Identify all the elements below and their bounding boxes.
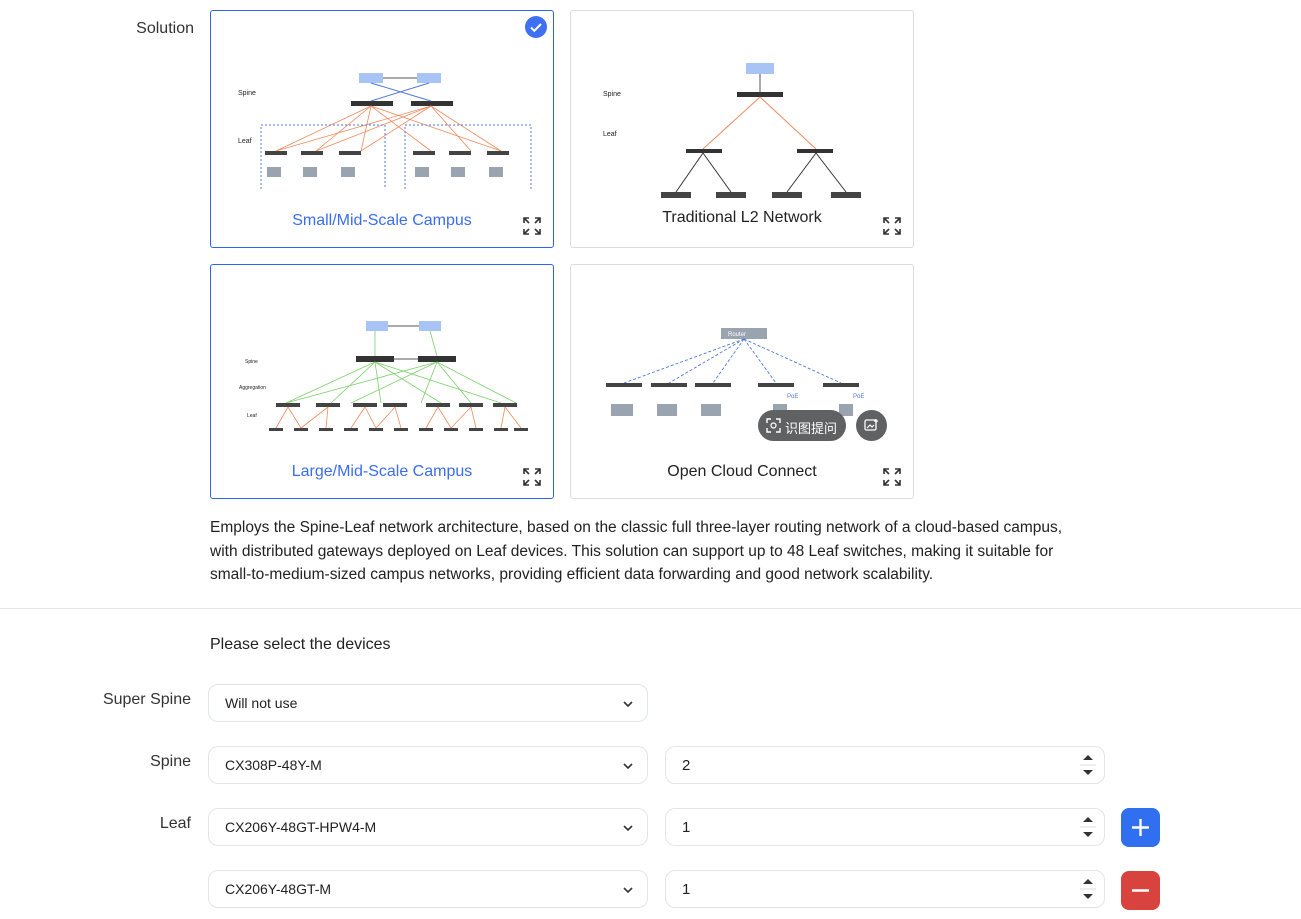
spine-model-value: CX308P-48Y-M [225,757,322,773]
leaf-label: Leaf [159,815,191,832]
diagram-label-poe: PoE [787,394,798,400]
super-spine-select[interactable]: Will not use [208,684,648,722]
expand-icon[interactable] [883,468,901,486]
expand-icon[interactable] [883,217,901,235]
solution-card-traditional-l2[interactable]: Spine Leaf Traditional L2 Network [570,10,914,248]
stepper-icon[interactable] [1080,874,1096,904]
leaf-model-value: CX206Y-48GT-HPW4-M [225,819,377,835]
solution-card-large-mid-campus[interactable]: Spine Aggregation Leaf Large/Mid-Scale C… [210,264,554,499]
spine-quantity-input[interactable]: 2 [665,746,1105,784]
diagram-label-leaf: Leaf [238,138,252,145]
cloud-connect-diagram: Router PoE PoE [606,328,864,416]
stepper-icon[interactable] [1080,750,1096,780]
spine-model-select[interactable]: CX308P-48Y-M [208,746,648,784]
solution-card-open-cloud-connect[interactable]: Router PoE PoE Open Cloud Connect [570,264,914,499]
remove-leaf-button[interactable] [1121,871,1160,910]
solution-description: Employs the Spine-Leaf network architect… [210,519,1063,583]
expand-icon[interactable] [523,468,541,486]
leaf-model-select-2[interactable]: CX206Y-48GT-M [208,870,648,908]
spine-label: Spine [150,753,191,770]
leaf-quantity-input-2[interactable]: 1 [665,870,1105,908]
diagram-label-spine: Spine [603,91,621,98]
image-ask-label: 识图提问 [785,421,838,436]
stepper-icon[interactable] [1080,812,1096,842]
scan-icon [766,418,781,433]
chevron-down-icon [623,825,633,832]
add-leaf-button[interactable] [1121,808,1160,847]
diagram-label-spine: Spine [245,359,258,365]
diagram-label-poe: PoE [853,394,864,400]
leaf-model-value-2: CX206Y-48GT-M [225,881,332,897]
card-caption: Traditional L2 Network [662,209,822,226]
leaf-quantity-value-2: 1 [682,881,691,898]
l2-network-diagram: Spine Leaf [603,63,861,198]
device-section-title: Please select the devices [210,636,391,653]
spine-quantity-value: 2 [682,757,691,774]
expand-icon[interactable] [523,217,541,235]
leaf-quantity-input[interactable]: 1 [665,808,1105,846]
image-edit-icon [864,419,878,431]
minus-icon [1132,889,1149,892]
solution-card-small-mid-campus[interactable]: Spine Leaf Small/Mid-Scale Campus [210,10,554,248]
diagram-label-aggregation: Aggregation [239,385,266,391]
image-edit-button[interactable] [856,410,887,441]
super-spine-label: Super Spine [102,691,191,708]
card-caption: Large/Mid-Scale Campus [291,463,473,480]
diagram-label-spine: Spine [238,90,256,97]
diagram-label-router: Router [728,332,746,338]
diagram-label-leaf: Leaf [247,413,257,419]
leaf-quantity-value: 1 [682,819,691,836]
leaf-model-select[interactable]: CX206Y-48GT-HPW4-M [208,808,648,846]
image-ask-button[interactable]: 识图提问 [758,410,846,441]
card-caption: Open Cloud Connect [667,463,817,480]
plus-icon [1132,819,1149,836]
diagram-label-leaf: Leaf [603,131,617,138]
chevron-down-icon [623,763,633,770]
three-layer-diagram: Spine Aggregation Leaf [239,321,528,431]
card-caption: Small/Mid-Scale Campus [292,212,472,229]
solution-label: Solution [136,20,194,37]
super-spine-select-value: Will not use [225,695,298,711]
selected-check-icon [525,16,547,38]
chevron-down-icon [623,887,633,894]
spine-leaf-diagram: Spine Leaf [238,73,532,189]
section-divider [0,608,1301,609]
chevron-down-icon [623,701,633,708]
